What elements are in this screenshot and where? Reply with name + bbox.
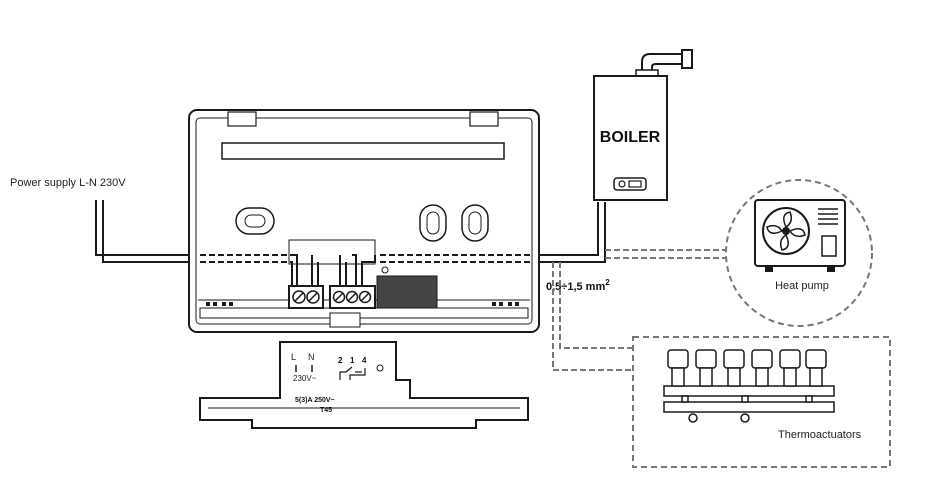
terminal-2-label: 2: [338, 356, 343, 365]
alternate-wiring: [552, 249, 730, 371]
voltage-label: 230V~: [293, 374, 317, 383]
terminal-1-label: 1: [350, 356, 355, 365]
mounting-hole-mid: [419, 204, 447, 242]
mounting-hole-left: [235, 207, 275, 235]
terminal-block-relay: [329, 285, 376, 309]
relay-module: [376, 275, 438, 309]
temp-label: T45: [320, 407, 332, 414]
thermostat-base: [188, 109, 540, 333]
boiler-cable: [539, 202, 606, 263]
cable-section-label: 0,5÷1,5 mm2: [546, 278, 610, 293]
terminal-cover: [199, 341, 529, 429]
actuator-heads: [667, 349, 827, 387]
terminal-l-label: L: [291, 352, 296, 362]
terminal-block-power: [288, 285, 324, 309]
boiler: [593, 49, 693, 201]
terminal-4-label: 4: [362, 356, 367, 365]
mounting-hole-right: [461, 204, 489, 242]
manifold: [663, 385, 835, 423]
power-supply-label: Power supply L-N 230V: [10, 177, 126, 189]
thermoactuators-label: Thermoactuators: [778, 429, 862, 441]
terminal-n-label: N: [308, 352, 315, 362]
power-supply-cable: [95, 200, 190, 263]
heat-pump-unit: [754, 199, 846, 272]
rating-label: 5(3)A 250V~: [295, 397, 335, 404]
boiler-label: BOILER: [600, 129, 661, 146]
heat-pump-label: Heat pump: [775, 280, 829, 292]
terminal-wires: [290, 254, 376, 288]
